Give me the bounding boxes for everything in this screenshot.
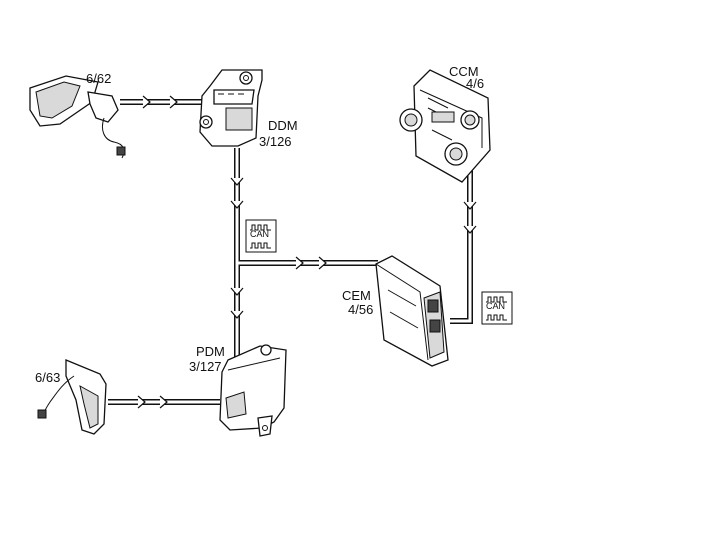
connector-mark: [159, 395, 168, 409]
can-label-cem-ccm: CAN: [486, 301, 506, 311]
connector-mark: [463, 201, 477, 210]
connector-mark: [230, 200, 244, 209]
connector-marks: [137, 95, 477, 409]
can-label-ddm-pdm: CAN: [250, 229, 270, 239]
label-cem-id: CEM: [342, 288, 371, 303]
label-mirror-left: 6/62: [86, 71, 112, 86]
can-bus-box-ddm-pdm: [245, 219, 277, 253]
module-ccm: [399, 69, 491, 183]
label-pdm-code: 3/127: [189, 359, 222, 374]
connector-mark: [463, 225, 477, 234]
connector-mark: [230, 177, 244, 186]
connector-mark: [230, 287, 244, 296]
label-ddm-code: 3/126: [259, 134, 292, 149]
connector-mark: [169, 95, 178, 109]
connector-mark: [142, 95, 151, 109]
label-ddm-id: DDM: [268, 118, 298, 133]
module-ddm: [199, 69, 263, 147]
connector-mark: [318, 256, 327, 270]
label-mirror-right: 6/63: [35, 370, 61, 385]
label-cem-code: 4/56: [348, 302, 374, 317]
mirror-left-6-62: [29, 75, 126, 159]
module-pdm: [219, 344, 287, 437]
connector-mark: [295, 256, 304, 270]
wire-cem-ccm: [450, 166, 473, 324]
label-pdm-id: PDM: [196, 344, 225, 359]
can-bus-box-cem-ccm: [481, 291, 513, 325]
connector-mark: [230, 310, 244, 319]
connector-mark: [137, 395, 146, 409]
label-ccm-code: 4/6: [466, 76, 485, 91]
mirror-right-6-63: [37, 359, 107, 435]
label-ccm-id: CCM: [449, 64, 479, 79]
module-cem: [375, 255, 449, 367]
